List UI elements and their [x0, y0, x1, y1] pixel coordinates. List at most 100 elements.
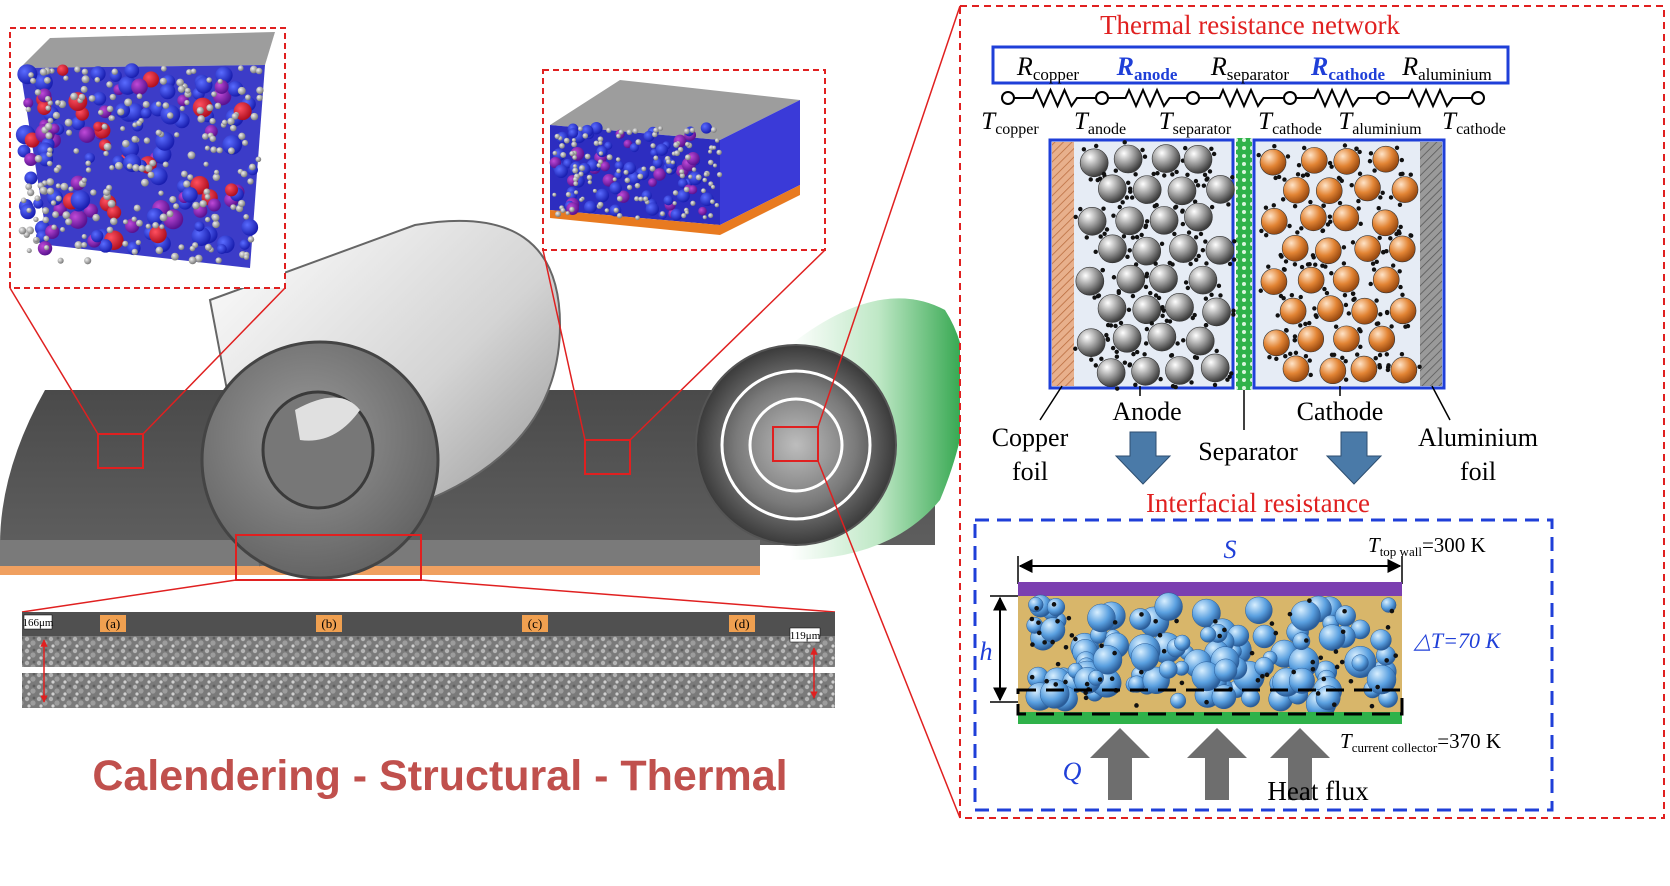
binder-particle — [206, 77, 212, 83]
anode-particle — [1098, 234, 1127, 264]
binder-particle — [665, 159, 672, 165]
carbon-black-dot — [1342, 143, 1348, 148]
carbon-black-dot — [1417, 364, 1422, 370]
temperature-label-2: Tseparator — [1159, 108, 1232, 138]
carbon-black-dot — [1276, 174, 1282, 180]
cathode-particle — [1297, 325, 1325, 353]
carbon-black-dot — [1388, 195, 1394, 200]
micrograph-marker-label: (d) — [734, 616, 749, 631]
binder-particle — [155, 129, 162, 136]
binder-particle — [30, 77, 37, 84]
carbon-black-dot — [1280, 197, 1286, 202]
active-particle — [78, 126, 96, 143]
active-particle — [1241, 688, 1261, 708]
carbon-black-dot — [1142, 154, 1148, 159]
micrograph-marker-box — [316, 615, 342, 632]
binder-particle — [240, 170, 248, 178]
right-thickness-label: 119μm — [790, 630, 821, 642]
binder-particle — [256, 94, 263, 102]
bottom-title: Calendering - Structural - Thermal — [92, 752, 787, 800]
carbon-black-dot — [1289, 292, 1295, 298]
binder-particle — [159, 213, 168, 222]
binder-particle — [33, 236, 39, 243]
cathode-particle — [1388, 235, 1416, 263]
carbon-black-dot — [1101, 171, 1107, 177]
binder-particle — [712, 163, 718, 168]
carbon-black-dot — [1299, 264, 1305, 270]
cathode-particle — [1390, 356, 1418, 384]
binder-particle — [81, 75, 90, 84]
carbon-black-dot — [1203, 322, 1209, 328]
binder-particle — [658, 126, 663, 131]
carbon-black-dot — [1222, 627, 1227, 633]
binder-particle — [606, 154, 613, 161]
cathode-label: Cathode — [1297, 397, 1384, 426]
carbon-black-dot — [1135, 349, 1140, 355]
active-particle — [149, 167, 168, 186]
carbon-black-dot — [1283, 327, 1289, 333]
binder-particle — [649, 165, 656, 172]
active-particle — [222, 134, 243, 155]
carbon-black-dot — [1161, 648, 1167, 654]
carbon-black-dot — [1126, 180, 1131, 186]
active-particle — [93, 121, 104, 132]
carbon-black-dot — [1158, 376, 1163, 382]
carbon-black-dot — [1200, 247, 1206, 253]
carbon-black-dot — [1400, 171, 1405, 177]
binder-particle — [92, 213, 100, 222]
binder-particle — [55, 195, 62, 202]
carbon-black-dot — [1283, 353, 1288, 359]
carbon-black-dot — [1389, 608, 1395, 614]
binder-particle — [34, 89, 42, 96]
binder-particle — [210, 146, 217, 153]
carbon-black-dot — [1153, 293, 1159, 298]
binder-particle — [26, 248, 32, 254]
temperature-label-0: Tcopper — [981, 108, 1039, 138]
binder-particle — [552, 192, 557, 197]
binder-particle — [43, 245, 50, 251]
binder-particle — [579, 197, 584, 202]
active-particle — [125, 103, 145, 122]
binder-particle — [690, 200, 696, 206]
heat-flux-arrows — [1090, 728, 1330, 800]
binder-particle — [53, 167, 60, 174]
carbon-black-dot — [1321, 203, 1326, 208]
carbon-black-dot — [1156, 295, 1162, 301]
anode-particle — [1183, 145, 1213, 174]
carbon-black-dot — [1313, 313, 1318, 318]
carbon-black-dot — [1229, 371, 1234, 376]
binder-particle — [637, 173, 644, 180]
binder-particle — [190, 68, 197, 74]
carbon-black-dot — [1384, 658, 1389, 663]
carbon-black-dot — [1282, 177, 1287, 182]
active-particle — [629, 142, 639, 153]
carbon-black-dot — [1126, 307, 1132, 312]
carbon-black-dot — [1069, 633, 1075, 638]
active-particle — [241, 219, 259, 236]
active-particle — [70, 190, 91, 210]
anode-particle — [1169, 234, 1198, 263]
carbon-black-dot — [1354, 352, 1360, 357]
binder-particle — [623, 169, 629, 175]
carbon-black-dot — [1188, 261, 1193, 267]
carbon-black-dot — [1298, 323, 1303, 328]
binder-particle — [111, 68, 118, 75]
binder-particle — [596, 163, 602, 168]
carbon-black-dot — [1122, 360, 1128, 365]
carbon-black-dot — [1116, 290, 1122, 296]
binder-particle — [136, 219, 143, 227]
binder-particle — [50, 200, 57, 206]
carbon-black-dot — [1303, 354, 1309, 359]
carbon-black-dot — [1267, 355, 1272, 360]
carbon-black-dot — [1180, 221, 1186, 227]
active-particle — [698, 206, 707, 216]
carbon-black-dot — [1384, 352, 1390, 357]
carbon-black-dot — [1292, 338, 1297, 343]
carbon-black-dot — [1193, 178, 1199, 184]
carbon-black-dot — [1100, 267, 1105, 273]
binder-particle — [187, 174, 194, 181]
carbon-black-dot — [1092, 295, 1097, 300]
binder-particle — [174, 132, 180, 138]
active-particle — [37, 100, 52, 115]
binder-particle — [194, 254, 203, 263]
